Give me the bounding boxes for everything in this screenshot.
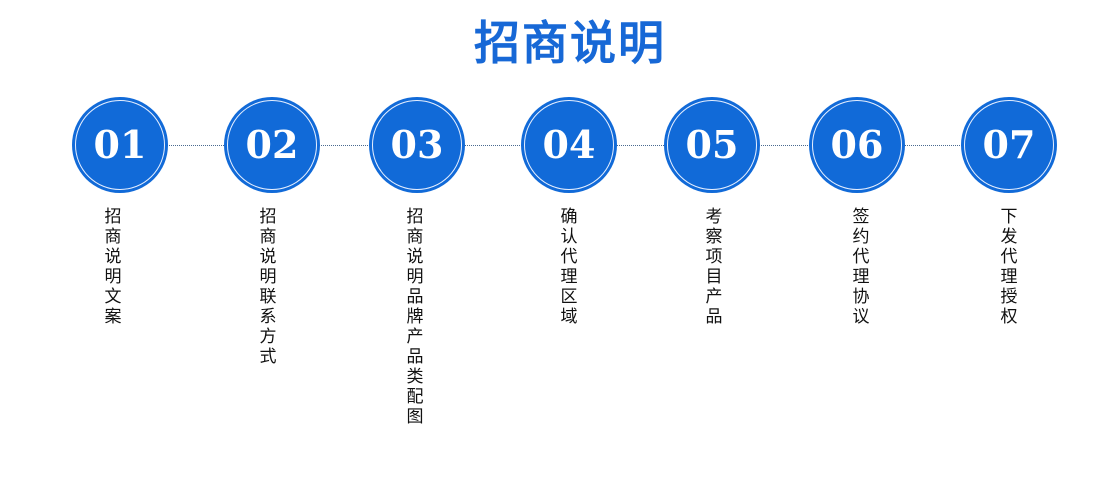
- step-circle: 01: [72, 97, 168, 193]
- step-number: 03: [390, 122, 444, 167]
- step-number: 01: [93, 122, 147, 167]
- step-2: 02 招商说明联系方式: [224, 97, 320, 367]
- step-7: 07 下发代理授权: [961, 97, 1057, 327]
- step-label: 确认代理区域: [560, 207, 578, 327]
- step-number: 07: [982, 122, 1036, 167]
- step-circle: 03: [369, 97, 465, 193]
- step-label: 签约代理协议: [852, 207, 870, 327]
- step-circle: 07: [961, 97, 1057, 193]
- step-number: 05: [685, 122, 739, 167]
- step-4: 04 确认代理区域: [521, 97, 617, 327]
- step-circle: 05: [664, 97, 760, 193]
- step-label: 招商说明联系方式: [259, 207, 277, 367]
- step-circle: 06: [809, 97, 905, 193]
- step-number: 02: [245, 122, 299, 167]
- page-title: 招商说明: [474, 16, 666, 70]
- step-number: 04: [542, 122, 596, 167]
- step-label: 招商说明文案: [104, 207, 122, 327]
- step-3: 03 招商说明品牌产品类配图: [369, 97, 465, 427]
- step-number: 06: [830, 122, 884, 167]
- step-label: 考察项目产品: [705, 207, 723, 327]
- step-1: 01 招商说明文案: [72, 97, 168, 327]
- step-circle: 02: [224, 97, 320, 193]
- step-5: 05 考察项目产品: [664, 97, 760, 327]
- step-label: 下发代理授权: [1000, 207, 1018, 327]
- step-6: 06 签约代理协议: [809, 97, 905, 327]
- step-label: 招商说明品牌产品类配图: [406, 207, 424, 427]
- step-circle: 04: [521, 97, 617, 193]
